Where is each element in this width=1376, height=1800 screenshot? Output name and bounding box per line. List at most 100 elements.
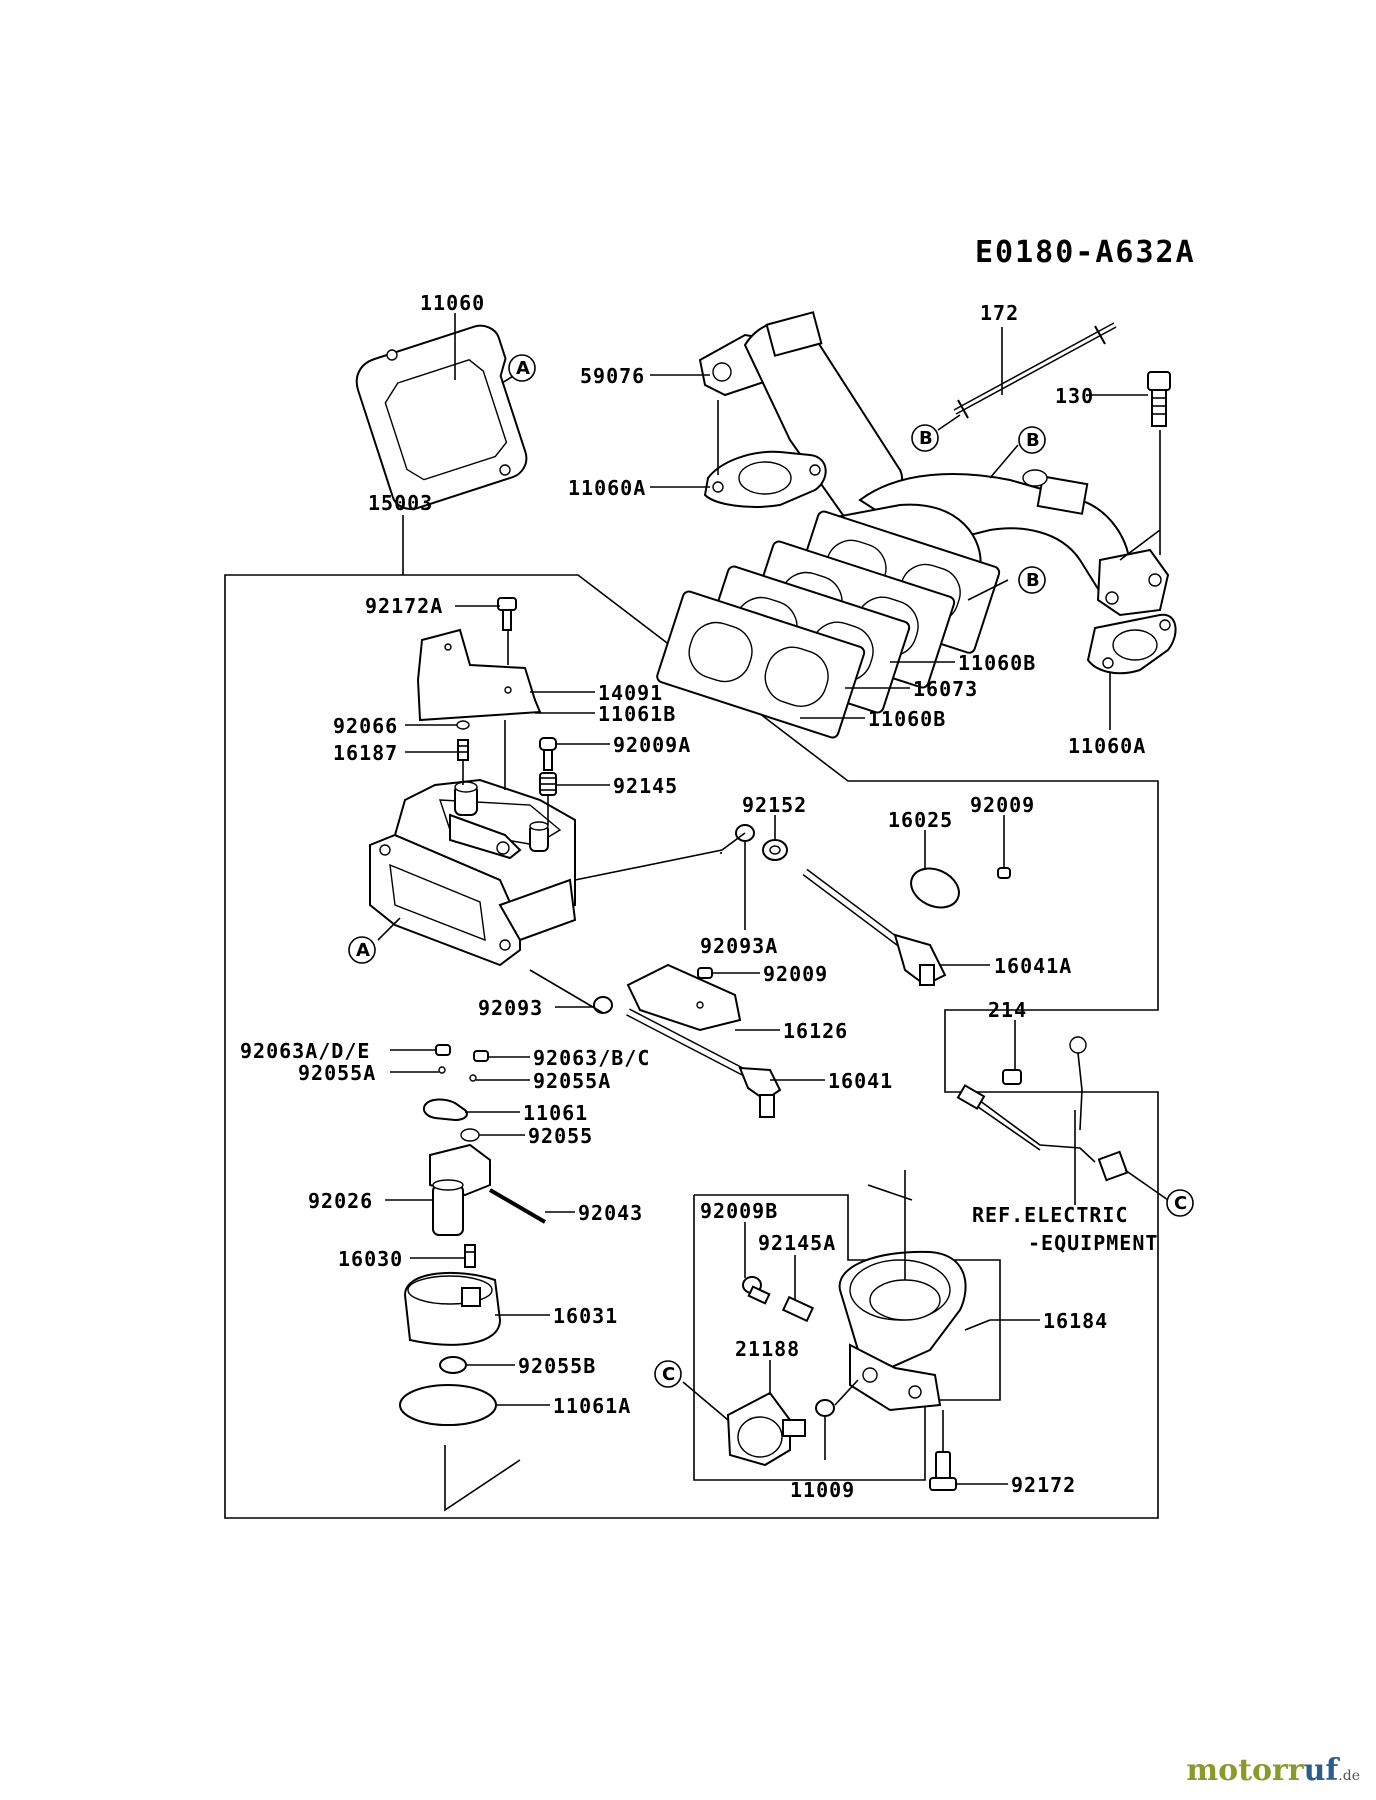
- screw-92009-throttle: [697, 967, 713, 979]
- label-16184: 16184: [1043, 1309, 1108, 1333]
- carburetor-body: [369, 778, 577, 967]
- label-11060A-upper: 11060A: [568, 476, 646, 500]
- gasket-11060-top: [355, 324, 528, 511]
- label-16073: 16073: [913, 677, 978, 701]
- label-16030: 16030: [338, 1247, 403, 1271]
- electric-harness-214: [956, 1036, 1129, 1182]
- leader-lines: [377, 313, 1169, 1512]
- ref-note-line2: -EQUIPMENT: [1028, 1231, 1158, 1255]
- label-92093: 92093: [478, 996, 543, 1020]
- oring-92055A-right: [469, 1074, 477, 1082]
- gasket-11061: [422, 1098, 468, 1122]
- screw-92009-choke: [997, 867, 1011, 879]
- watermark-brand-a: motor: [1186, 1753, 1288, 1788]
- label-59076: 59076: [580, 364, 645, 388]
- oring-11009: [815, 1399, 835, 1417]
- float-92026: [429, 1143, 491, 1236]
- label-92063BC: 92063/B/C: [533, 1046, 650, 1070]
- label-172: 172: [980, 301, 1019, 325]
- label-11061: 11061: [523, 1101, 588, 1125]
- callout-B-stud: B: [911, 424, 939, 452]
- part-labels: 11060 59076 172 130 11060A 15003 92172A …: [240, 291, 1158, 1502]
- spring-92145: [539, 772, 557, 796]
- throttle-shaft-16041: [626, 1008, 782, 1118]
- needle-16030: [464, 1244, 476, 1268]
- jet-screw-92063BC: [473, 1050, 489, 1062]
- oring-92055B: [439, 1356, 467, 1374]
- label-92055A-right: 92055A: [533, 1069, 611, 1093]
- label-130: 130: [1055, 384, 1094, 408]
- svg-text:C: C: [1174, 1193, 1187, 1214]
- screw-92009B: [742, 1276, 771, 1305]
- label-92172A: 92172A: [365, 594, 443, 618]
- label-16031: 16031: [553, 1304, 618, 1328]
- svg-text:A: A: [356, 940, 370, 961]
- label-92009-mid: 92009: [763, 962, 828, 986]
- label-92063ADE: 92063A/D/E: [240, 1039, 370, 1063]
- watermark-brand-mid: r: [1287, 1753, 1304, 1788]
- label-92152: 92152: [742, 793, 807, 817]
- label-92093A: 92093A: [700, 934, 778, 958]
- svg-text:A: A: [516, 358, 530, 379]
- label-11060A-right: 11060A: [1068, 734, 1146, 758]
- label-11060B-2: 11060B: [868, 707, 946, 731]
- svg-text:B: B: [1026, 570, 1040, 591]
- svg-text:B: B: [1026, 430, 1040, 451]
- label-92009-top: 92009: [970, 793, 1035, 817]
- label-11060B-1: 11060B: [958, 651, 1036, 675]
- callout-B-lower: B: [1018, 566, 1046, 594]
- stud-172: [953, 322, 1117, 419]
- throttle-plate-16126: [626, 963, 742, 1032]
- label-92009B: 92009B: [700, 1199, 778, 1223]
- label-92055B: 92055B: [518, 1354, 596, 1378]
- choke-shaft-16041A: [802, 868, 947, 987]
- bushing-92152: [762, 839, 788, 861]
- callout-C-left: C: [654, 1360, 682, 1388]
- callout-C-right: C: [1166, 1189, 1194, 1217]
- label-92055A-left: 92055A: [298, 1061, 376, 1085]
- label-92066: 92066: [333, 714, 398, 738]
- jet-screw-92063ADE: [435, 1044, 451, 1056]
- float-bowl-16031: [403, 1271, 502, 1346]
- idle-screw-92009A: [539, 737, 557, 771]
- screw-92172A: [497, 597, 517, 631]
- oring-92055: [460, 1128, 480, 1142]
- bolt-130: [1147, 371, 1171, 427]
- screw-92172: [929, 1451, 957, 1491]
- label-16025: 16025: [888, 808, 953, 832]
- watermark-logo: motorruf.de: [1186, 1753, 1360, 1788]
- label-214: 214: [988, 998, 1027, 1022]
- bowl-16184: [838, 1250, 967, 1412]
- label-92145: 92145: [613, 774, 678, 798]
- seal-92093: [593, 996, 613, 1014]
- svg-text:C: C: [662, 1364, 675, 1385]
- jet-16187: [457, 739, 469, 761]
- cover-plate-14091: [416, 628, 542, 722]
- label-11061B: 11061B: [598, 702, 676, 726]
- label-16041A: 16041A: [994, 954, 1072, 978]
- label-92026: 92026: [308, 1189, 373, 1213]
- choke-plate-16025: [910, 867, 960, 909]
- label-92172: 92172: [1011, 1473, 1076, 1497]
- solenoid-21188: [726, 1391, 806, 1467]
- intake-manifold: [698, 311, 1170, 647]
- label-11009: 11009: [790, 1478, 855, 1502]
- label-92145A: 92145A: [758, 1231, 836, 1255]
- label-16187: 16187: [333, 741, 398, 765]
- ref-note-line1: REF.ELECTRIC: [972, 1203, 1129, 1227]
- callout-A-top: A: [508, 354, 536, 382]
- label-21188: 21188: [735, 1337, 800, 1361]
- callout-B-upper: B: [1018, 426, 1046, 454]
- label-92055: 92055: [528, 1124, 593, 1148]
- oring-92055A-left: [438, 1066, 446, 1074]
- gasket-11060A-right: [1086, 613, 1177, 675]
- pin-92043: [488, 1188, 547, 1224]
- label-11060: 11060: [420, 291, 485, 315]
- diagram-code: E0180-A632A: [975, 235, 1196, 270]
- label-92009A: 92009A: [613, 733, 691, 757]
- label-14091: 14091: [598, 681, 663, 705]
- gasket-stack: [656, 510, 1001, 739]
- watermark-tld: .de: [1338, 1768, 1360, 1784]
- gasket-11060A-upper: [703, 450, 827, 508]
